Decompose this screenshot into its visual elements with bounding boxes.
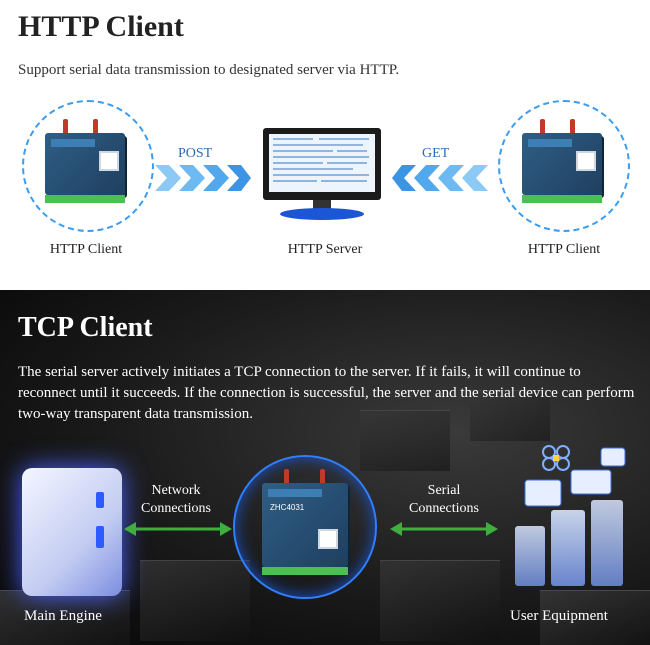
central-serial-device: ZHC4031 <box>262 469 348 575</box>
right-device-circle <box>498 100 630 232</box>
right-serial-device <box>522 119 602 203</box>
tcp-title: TCP Client <box>18 312 153 343</box>
serial-double-arrow-icon <box>390 522 498 536</box>
post-arrows-icon <box>155 165 251 191</box>
network-double-arrow-icon <box>124 522 232 536</box>
http-title: HTTP Client <box>18 10 184 43</box>
get-arrows-icon <box>392 165 488 191</box>
get-label: GET <box>422 146 450 161</box>
qr-code-icon <box>318 529 338 549</box>
http-subtitle: Support serial data transmission to desi… <box>18 62 400 78</box>
network-connections-label: Network Connections <box>141 483 211 516</box>
main-engine-server-icon <box>22 468 122 596</box>
right-http-client-label: HTTP Client <box>527 242 601 257</box>
http-server-monitor <box>263 128 381 220</box>
device-glow-circle <box>233 455 377 599</box>
http-server-label: HTTP Server <box>287 242 363 257</box>
left-serial-device <box>45 119 125 203</box>
tcp-description: The serial server actively initiates a T… <box>18 364 635 422</box>
qr-code-icon <box>99 151 119 171</box>
serial-connections-label: Serial Connections <box>409 483 479 516</box>
post-label: POST <box>178 146 213 161</box>
qr-code-icon <box>576 151 596 171</box>
user-equipment-label: User Equipment <box>510 608 608 624</box>
tcp-section: TCP Client The serial server actively in… <box>0 290 650 645</box>
left-http-client-label: HTTP Client <box>49 242 123 257</box>
device-model-text: ZHC4031 <box>270 503 305 512</box>
http-section: HTTP Client Support serial data transmis… <box>0 0 650 290</box>
main-engine-label: Main Engine <box>24 608 102 624</box>
user-equipment-icon <box>505 440 630 600</box>
